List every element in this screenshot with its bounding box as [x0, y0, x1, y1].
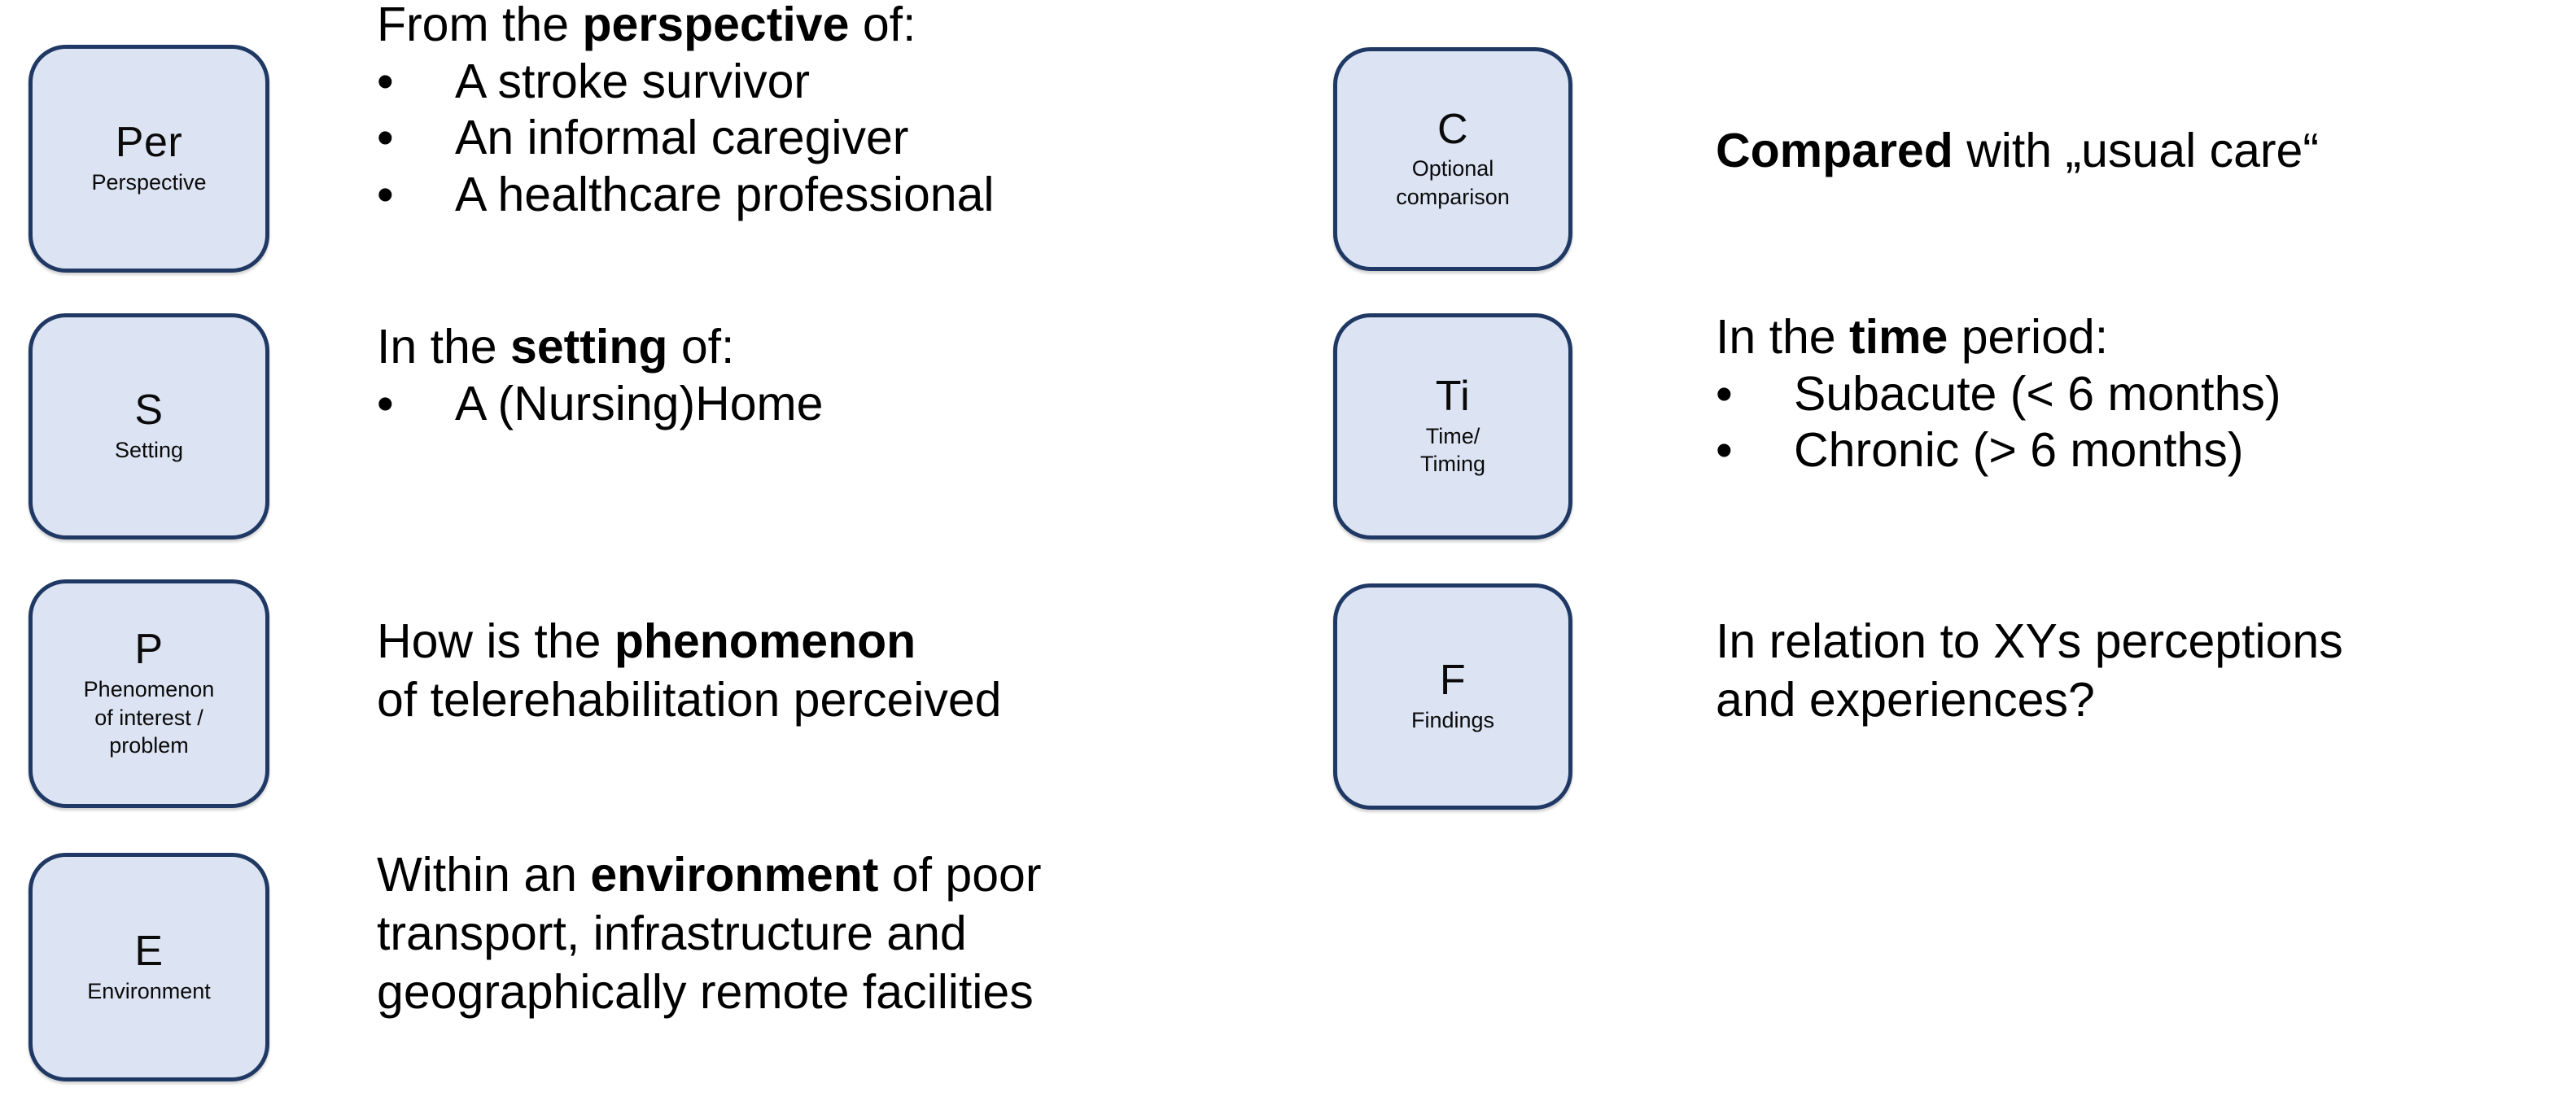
acronym-box-setting[interactable]: S Setting	[28, 313, 269, 540]
findings-description: In relation to XYs perceptions and exper…	[1716, 613, 2343, 730]
timing-lead-bold: time	[1849, 310, 1948, 364]
acronym-word-perspective: Perspective	[91, 170, 207, 195]
environment-description: Within an environment of poor transport,…	[377, 846, 1041, 1022]
perspective-lead-post: of:	[849, 0, 916, 51]
perspective-bullet-2-text: An informal caregiver	[455, 111, 909, 165]
phenomenon-line1-bold: phenomenon	[614, 614, 916, 668]
environment-line1-pre: Within an	[377, 848, 591, 902]
perspective-bullet-3-text: A healthcare professional	[455, 167, 995, 221]
setting-lead-pre: In the	[377, 320, 511, 374]
acronym-box-environment[interactable]: E Environment	[28, 853, 269, 1081]
timing-bullet-2: • Chronic (> 6 months)	[1716, 422, 2281, 479]
timing-bullet-2-text: Chronic (> 6 months)	[1794, 423, 2244, 478]
acronym-word-comparison: Optional comparison	[1396, 156, 1510, 209]
timing-description: In the time period: • Subacute (< 6 mont…	[1716, 309, 2281, 479]
findings-line-2: and experiences?	[1716, 672, 2095, 727]
acronym-letter-findings: F	[1439, 657, 1467, 705]
acronym-box-phenomenon[interactable]: P Phenomenon of interest / problem	[28, 579, 269, 808]
bullet-point-icon: •	[1716, 423, 1733, 478]
bullet-point-icon: •	[1716, 366, 1733, 421]
acronym-letter-phenomenon: P	[134, 626, 164, 674]
bullet-point-icon: •	[377, 54, 394, 108]
perspective-bullet-3: • A healthcare professional	[377, 167, 995, 224]
acronym-word-phenomenon: Phenomenon of interest / problem	[83, 676, 215, 758]
phenomenon-description: How is the phenomenon of telerehabilitat…	[377, 613, 1002, 730]
timing-lead-post: period:	[1948, 310, 2109, 364]
timing-bullet-1: • Subacute (< 6 months)	[1716, 366, 2281, 423]
setting-description: In the setting of: • A (Nursing)Home	[377, 319, 823, 432]
setting-bullet-1-text: A (Nursing)Home	[455, 376, 824, 430]
bullet-point-icon: •	[377, 167, 394, 221]
acronym-word-setting: Setting	[114, 438, 184, 463]
perspective-bullet-1-text: A stroke survivor	[455, 54, 811, 108]
environment-line-2: transport, infrastructure and	[377, 906, 967, 960]
acronym-word-findings: Findings	[1410, 708, 1495, 733]
environment-line1-post: of poor	[878, 848, 1042, 902]
findings-line-1: In relation to XYs perceptions	[1716, 614, 2343, 668]
timing-lead-line: In the time period:	[1716, 309, 2281, 366]
timing-bullet-1-text: Subacute (< 6 months)	[1794, 366, 2281, 421]
phenomenon-line-1: How is the phenomenon	[377, 613, 1002, 671]
acronym-box-timing[interactable]: Ti Time/ Timing	[1333, 313, 1572, 540]
acronym-letter-perspective: Per	[115, 119, 183, 167]
setting-bullet-1: • A (Nursing)Home	[377, 376, 823, 433]
timing-lead-pre: In the	[1716, 310, 1850, 364]
environment-line-3: geographically remote facilities	[377, 964, 1034, 1019]
acronym-letter-timing: Ti	[1435, 373, 1471, 421]
perspective-lead-pre: From the	[377, 0, 583, 51]
environment-line1-bold: environment	[590, 848, 879, 902]
setting-lead-line: In the setting of:	[377, 319, 823, 376]
comparison-line1-post: with „usual care“	[1953, 124, 2319, 177]
setting-lead-post: of:	[667, 320, 735, 374]
phenomenon-line-2: of telerehabilitation perceived	[377, 672, 1002, 727]
acronym-box-perspective[interactable]: Per Perspective	[28, 45, 269, 273]
phenomenon-line1-pre: How is the	[377, 614, 614, 668]
bullet-point-icon: •	[377, 111, 394, 165]
perspective-bullet-2: • An informal caregiver	[377, 110, 995, 167]
comparison-description: Compared with „usual care“	[1716, 122, 2319, 181]
perspective-description: From the perspective of: • A stroke surv…	[377, 0, 995, 223]
comparison-line-1: Compared with „usual care“	[1716, 122, 2319, 181]
acronym-word-environment: Environment	[87, 978, 211, 1003]
bullet-point-icon: •	[377, 376, 394, 430]
perspective-lead-line: From the perspective of:	[377, 0, 995, 54]
setting-lead-bold: setting	[510, 320, 668, 374]
acronym-letter-setting: S	[134, 387, 164, 435]
acronym-letter-comparison: C	[1437, 105, 1469, 153]
acronym-box-comparison[interactable]: C Optional comparison	[1333, 47, 1572, 271]
acronym-letter-environment: E	[134, 927, 164, 975]
perspective-lead-bold: perspective	[582, 0, 850, 51]
environment-line-1: Within an environment of poor	[377, 846, 1041, 905]
perspective-bullet-1: • A stroke survivor	[377, 54, 995, 111]
acronym-box-findings[interactable]: F Findings	[1333, 583, 1572, 810]
comparison-line1-bold: Compared	[1716, 124, 1953, 177]
acronym-word-timing: Time/ Timing	[1419, 423, 1485, 477]
